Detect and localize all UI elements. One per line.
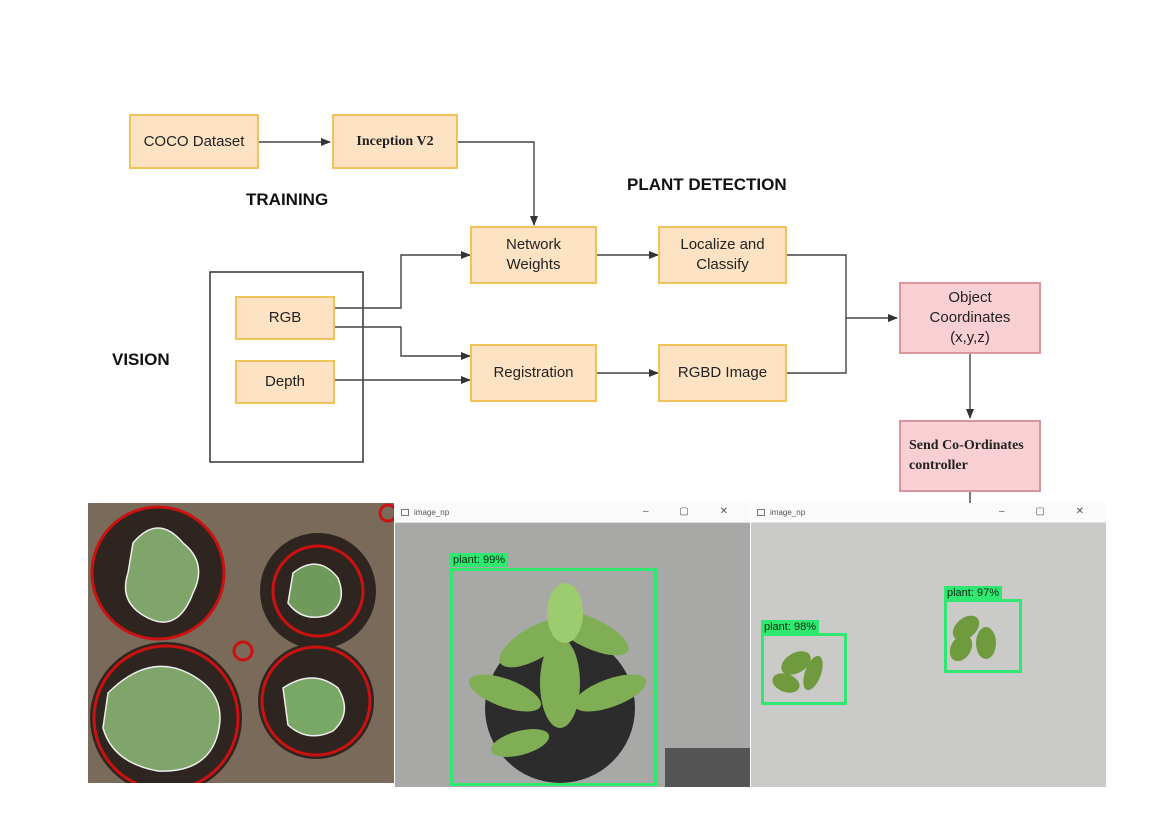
detection-box-left <box>761 633 847 705</box>
detection-window-1: image_np – ▢ ✕ plant: 99% <box>395 503 750 787</box>
window-titlebar-1: image_np – ▢ ✕ <box>395 503 750 523</box>
rgbd-image-node: RGBD Image <box>658 344 787 402</box>
detection-box-center <box>450 568 657 786</box>
vision-sensor-container <box>209 271 364 463</box>
send-coordinates-node: Send Co-Ordinates controller <box>899 420 1041 492</box>
line-localize-to-merge <box>787 254 847 374</box>
segmentation-circle-6 <box>378 503 394 523</box>
segmentation-circle-4 <box>260 645 372 757</box>
plant-leaves-2 <box>287 563 343 618</box>
object-coordinates-node: Object Coordinates (x,y,z) <box>899 282 1041 354</box>
detection-word: DETECTION <box>688 175 787 194</box>
window-title-1: image_np <box>414 508 450 517</box>
plant-leaves-1 <box>124 527 200 623</box>
window-controls-2[interactable]: – ▢ ✕ <box>999 506 1098 517</box>
segmentation-circle-5 <box>232 640 254 662</box>
window-controls-1[interactable]: – ▢ ✕ <box>643 506 742 517</box>
detection-label-right: plant: 97% <box>944 586 1002 600</box>
window-app-icon-2 <box>757 509 765 516</box>
segmentation-photo <box>88 503 394 783</box>
detection-window-2: image_np – ▢ ✕ plant: 98% plant: 97% <box>751 503 1106 787</box>
rgb-node: RGB <box>235 296 335 340</box>
detection-label-center: plant: 99% <box>450 553 508 567</box>
localize-classify-node: Localize and Classify <box>658 226 787 284</box>
depth-node: Depth <box>235 360 335 404</box>
window-title-2: image_np <box>770 508 806 517</box>
detection-box-right <box>944 599 1022 673</box>
inception-v2-node: Inception V2 <box>332 114 458 169</box>
network-weights-node: Network Weights <box>470 226 597 284</box>
small-plants-illustration <box>751 523 1106 787</box>
arrow-rgb-to-registration <box>335 326 471 360</box>
plant-leaves-3 <box>102 665 221 772</box>
segmentation-circle-2 <box>271 544 365 638</box>
training-label: TRAINING <box>246 190 329 209</box>
plant-word: PLANT <box>627 175 684 194</box>
segmentation-circle-1 <box>90 505 226 641</box>
potted-plant-illustration <box>395 523 750 787</box>
plant-detection-title: PLANT DETECTION <box>627 175 787 195</box>
vision-label: VISION <box>112 350 170 369</box>
window-app-icon <box>401 509 409 516</box>
segmentation-illustration <box>88 503 394 783</box>
coco-dataset-node: COCO Dataset <box>129 114 259 169</box>
detection-label-left: plant: 98% <box>761 620 819 634</box>
plant-leaves-4 <box>282 677 346 737</box>
segmentation-circle-3 <box>92 644 240 783</box>
arrow-rgb-to-weights <box>335 251 471 309</box>
registration-node: Registration <box>470 344 597 402</box>
arrow-inception-to-weights <box>458 141 538 226</box>
window-titlebar-2: image_np – ▢ ✕ <box>751 503 1106 523</box>
